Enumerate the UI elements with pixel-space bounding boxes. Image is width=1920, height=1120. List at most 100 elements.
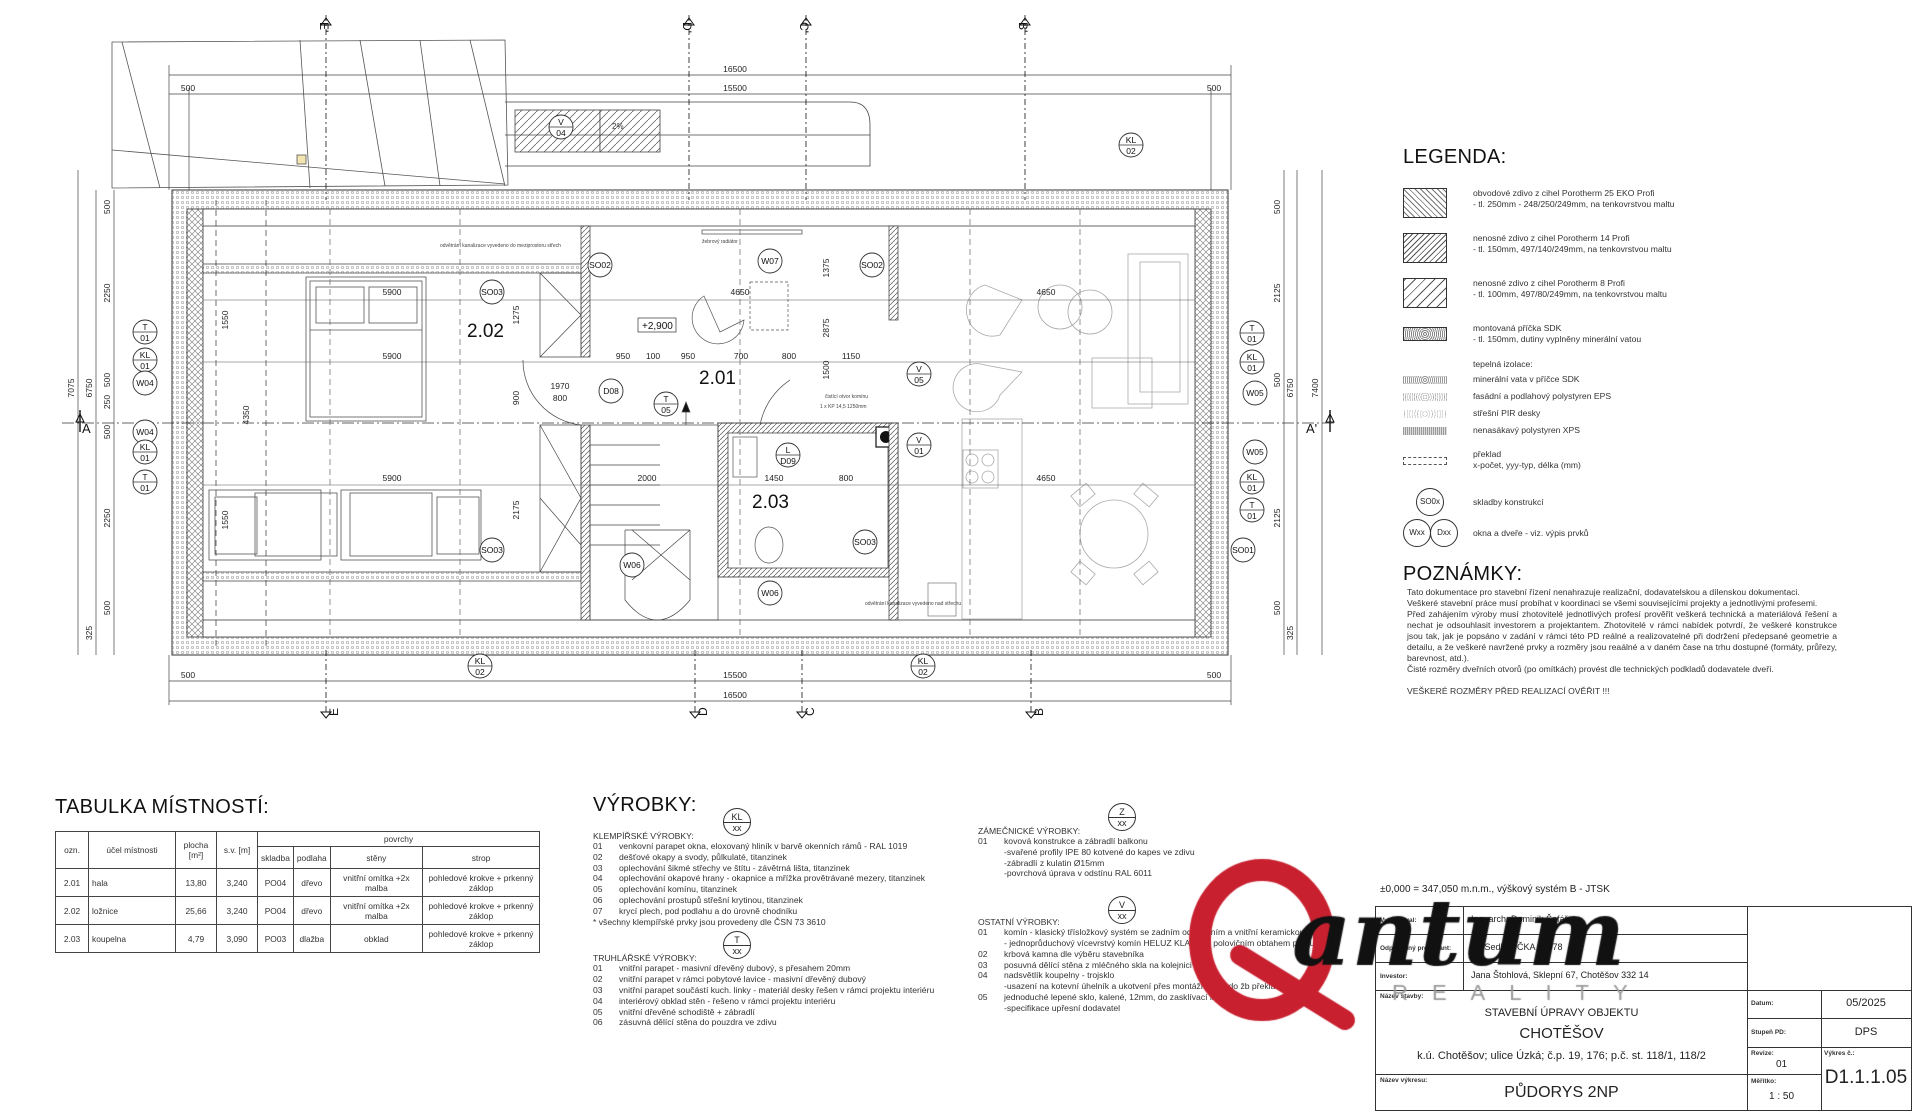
item-text: vnitřní parapet součástí kuch. linky - m… <box>619 984 935 995</box>
tag-top: T <box>663 394 668 404</box>
tag-label: W04 <box>136 378 154 388</box>
cell-sv: 3,240 <box>216 896 258 925</box>
dimension-label: 15500 <box>723 83 747 93</box>
tag-top: T <box>142 322 147 332</box>
item-number: 04 <box>593 995 603 1006</box>
tag-label: W04 <box>136 427 154 437</box>
section-markers-top: E'D'C'B' <box>317 15 1031 200</box>
element-tag: W07 <box>757 248 783 274</box>
col-header: s.v. [m] <box>216 831 258 869</box>
scale: 1 : 50 <box>1769 1091 1795 1102</box>
section-label: E' <box>317 22 331 32</box>
legend-text: - tl. 150mm, 497/140/249mm, na tenkovrst… <box>1473 244 1672 254</box>
element-tag: W05 <box>1242 380 1268 406</box>
element-tag: V05 <box>906 361 932 387</box>
tag-label: W06 <box>761 588 779 598</box>
tag-top: KL <box>140 442 151 452</box>
dimension-label: 2875 <box>821 318 831 337</box>
element-tag: W05 <box>1242 439 1268 465</box>
dimension-label: 100 <box>646 351 660 361</box>
item-number: 01 <box>978 836 988 846</box>
item-number <box>978 858 1004 869</box>
room-label-2-03: 2.03 <box>752 492 789 513</box>
klemp-footnote: * všechny klempířské prvky jsou proveden… <box>593 916 826 927</box>
element-tag: V04 <box>548 114 574 140</box>
item-text: oplechování prostupů střešní krytinou, t… <box>619 894 803 905</box>
item-number: 05 <box>593 884 603 895</box>
legend-text: x-počet, yyy-typ, délka (mm) <box>1473 460 1581 470</box>
element-tag: W06 <box>757 580 783 606</box>
window-tag-icon: Wxx <box>1403 519 1431 547</box>
dimension-label: 500 <box>1272 601 1282 615</box>
dimension-label: 1550 <box>220 310 230 329</box>
dimension-label: 2175 <box>511 500 521 519</box>
annotation-chimney: čistící otvor komínu <box>825 394 868 400</box>
item-number: 01 <box>978 927 988 938</box>
dimension-label: 5900 <box>383 287 402 297</box>
section-label-a: A <box>82 421 91 436</box>
tag-label: W05 <box>1246 388 1264 398</box>
tag-top: KL <box>1247 352 1258 362</box>
legend-text: - tl. 150mm, dutiny vyplněny minerální v… <box>1473 334 1642 344</box>
dimension-label: 4650 <box>1037 473 1056 483</box>
legend-text: fasádní a podlahový polystyren EPS <box>1473 391 1612 401</box>
products-title: VÝROBKY: <box>593 794 697 816</box>
dimension-label: 800 <box>553 393 567 403</box>
building-walls <box>171 189 1229 656</box>
list-item: -usazení na kotevní úhelník a ukotvení p… <box>978 981 1363 992</box>
item-text: -usazení na kotevní úhelník a ukotvení p… <box>1004 981 1285 992</box>
element-tag: T05 <box>653 391 679 417</box>
element-tag: SO03 <box>479 537 505 563</box>
door-tag-icon: Dxx <box>1430 519 1458 547</box>
item-text: oplechování šikmé střechy ve štítu - záv… <box>619 862 850 873</box>
slope-annotation: 2% <box>612 122 624 131</box>
item-number: 04 <box>978 970 988 981</box>
dimension-label: 500 <box>1272 200 1282 214</box>
dimension-label: 800 <box>782 351 796 361</box>
legend-text: - tl. 250mm - 248/250/249mm, na tenkovrs… <box>1473 199 1675 209</box>
element-tag: D08 <box>598 378 624 404</box>
label-vypracoval: Vypracoval: <box>1380 917 1417 924</box>
item-number: 01 <box>593 963 603 974</box>
cell-podlaha: dřevo <box>292 896 331 925</box>
dimension-label: 5900 <box>383 351 402 361</box>
note-paragraph: Veškeré stavební práce musí probíhat v k… <box>1407 598 1818 608</box>
label-projektant: Odpovědný projektant: <box>1380 945 1452 952</box>
item-number <box>978 868 1004 879</box>
stavba-line-1: STAVEBNÍ ÚPRAVY OBJEKTU <box>1484 1007 1639 1019</box>
tag-bottom: 02 <box>475 667 485 677</box>
cell-podlaha: dřevo <box>292 868 331 897</box>
rooms-table-title: TABULKA MÍSTNOSTÍ: <box>55 796 269 818</box>
dimension-label: 2125 <box>1272 283 1282 302</box>
item-text: krbová kamna dle výběru stavebníka <box>1004 948 1144 959</box>
cell-ucel: hala <box>88 868 176 897</box>
legend-text: nenosné zdivo z cihel Porotherm 8 Profi <box>1473 278 1625 288</box>
cell-ozn: 2.03 <box>55 924 89 953</box>
ostatni-title: OSTATNÍ VÝROBKY: <box>978 917 1060 928</box>
cell-ozn: 2.01 <box>55 868 89 897</box>
dimension-label: 500 <box>181 670 195 680</box>
col-header: povrchy <box>257 831 540 847</box>
dimension-label: 1970 <box>551 381 570 391</box>
legend-text: minerální vata v příčce SDK <box>1473 374 1580 384</box>
item-text: jednoduché lepené sklo, kalené, 12mm, do… <box>1004 991 1225 1002</box>
note-paragraph: Čisté rozměry dveřních otvorů (po omítká… <box>1407 664 1774 674</box>
item-text: nadsvětlík koupelny - trojsklo <box>1004 970 1115 981</box>
lintel-icon <box>1403 457 1447 465</box>
tag-label: SO01 <box>1232 545 1254 555</box>
legend-item: nenosné zdivo z cihel Porotherm 8 Profi-… <box>1403 278 1667 308</box>
item-text: -svařené profily IPE 80 kotvené do kapes… <box>1004 846 1195 857</box>
